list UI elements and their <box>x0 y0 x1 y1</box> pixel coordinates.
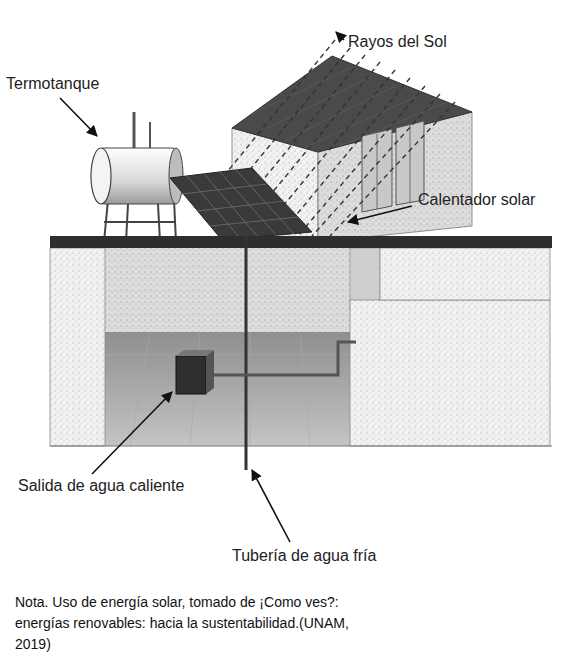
lower-house <box>50 236 552 446</box>
callout-label: Rayos del Sol <box>348 32 447 51</box>
callout-label: Salida de agua caliente <box>18 476 184 495</box>
leader-arrows <box>60 32 412 542</box>
figure-caption: Nota. Uso de energía solar, tomado de ¡C… <box>15 592 365 655</box>
callout-label: Calentador solar <box>418 190 535 209</box>
thermo-tank <box>91 112 183 242</box>
solar-panel <box>170 168 312 240</box>
callout-label: Tubería de agua fría <box>232 546 376 565</box>
callout-label: Termotanque <box>6 74 99 93</box>
pipes <box>176 236 356 470</box>
